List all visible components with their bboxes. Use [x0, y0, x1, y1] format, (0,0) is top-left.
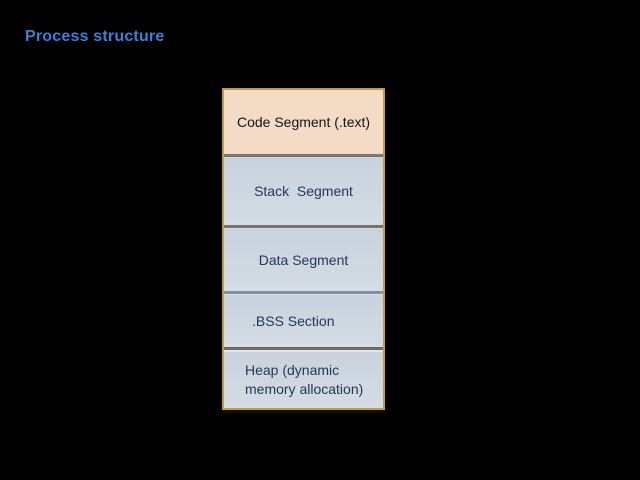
segment-code: Code Segment (.text) [224, 90, 383, 154]
segment-divider [224, 291, 383, 295]
segment-data: Data Segment [224, 229, 383, 291]
segment-bss: .BSS Section [224, 295, 383, 347]
segment-divider [224, 347, 383, 352]
segment-divider [224, 225, 383, 229]
segment-heap: Heap (dynamic memory allocation) [224, 352, 383, 408]
slide-title: Process structure [25, 28, 165, 45]
segment-stack: Stack Segment [224, 157, 383, 225]
segment-divider [224, 154, 383, 157]
process-memory-diagram: Code Segment (.text) Stack Segment Data … [222, 88, 385, 410]
